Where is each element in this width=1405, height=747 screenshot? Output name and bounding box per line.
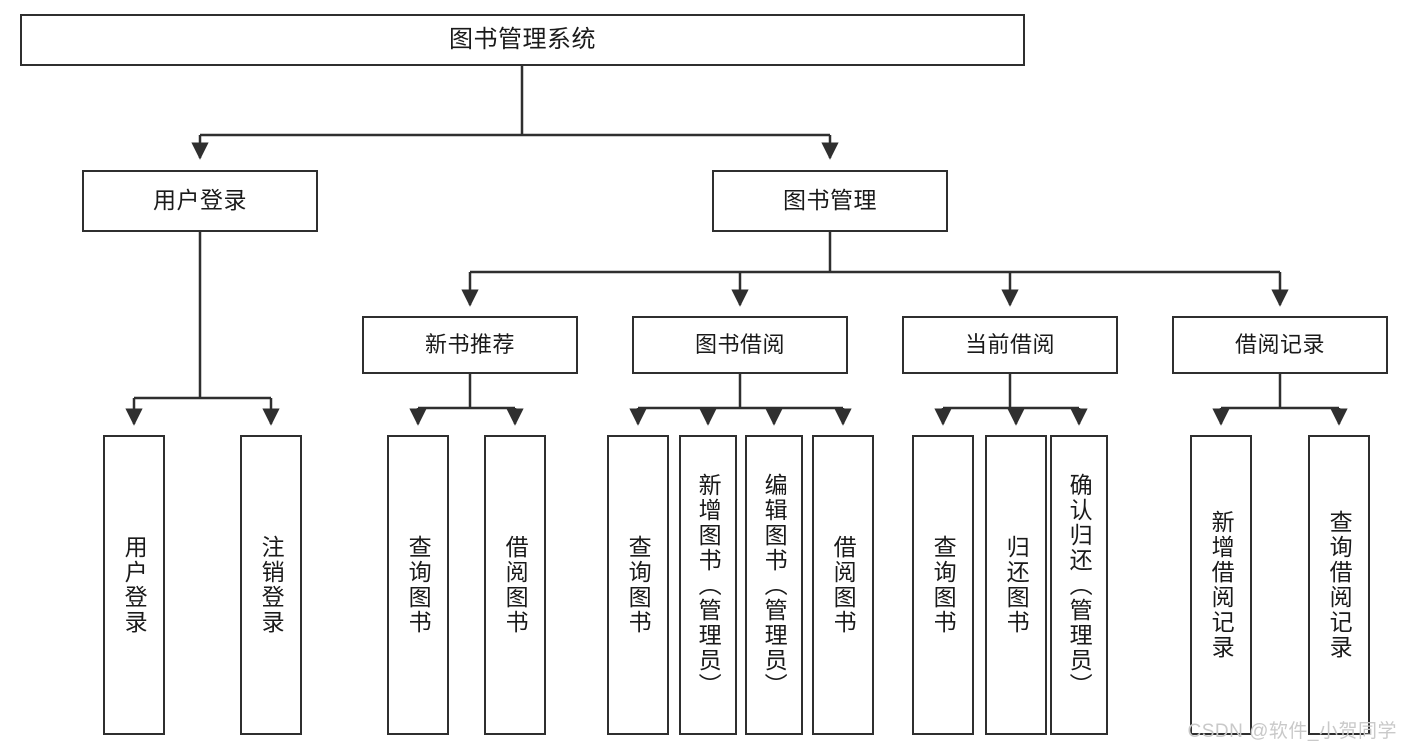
node-book-manage-label: 图书管理 [783,187,877,214]
node-borrow-record-label: 借阅记录 [1234,332,1325,358]
leaf-add-book-label: 新增图书（管理员） [695,472,722,698]
leaf-confirm-return-label: 确认归还（管理员） [1066,472,1093,698]
leaf-add-record[interactable]: 新增借阅记录 [1190,435,1252,735]
leaf-query-book-1-label: 查询图书 [405,535,432,635]
leaf-query-record[interactable]: 查询借阅记录 [1308,435,1370,735]
leaf-user-logout-label: 注销登录 [258,535,285,635]
node-book-borrow[interactable]: 图书借阅 [632,316,848,374]
leaf-edit-book[interactable]: 编辑图书（管理员） [745,435,803,735]
node-current-borrow-label: 当前借阅 [964,332,1055,358]
node-book-manage[interactable]: 图书管理 [712,170,948,232]
node-new-book-recommend-label: 新书推荐 [424,332,515,358]
leaf-borrow-book-1-label: 借阅图书 [502,535,529,635]
node-user-login-label: 用户登录 [153,187,247,214]
leaf-query-book-3[interactable]: 查询图书 [912,435,974,735]
leaf-query-record-label: 查询借阅记录 [1326,510,1353,660]
node-user-login[interactable]: 用户登录 [82,170,318,232]
leaf-return-book-label: 归还图书 [1003,535,1030,635]
leaf-query-book-1[interactable]: 查询图书 [387,435,449,735]
leaf-borrow-book-1[interactable]: 借阅图书 [484,435,546,735]
leaf-edit-book-label: 编辑图书（管理员） [761,472,788,698]
leaf-query-book-2-label: 查询图书 [625,535,652,635]
node-book-borrow-label: 图书借阅 [694,332,785,358]
leaf-return-book[interactable]: 归还图书 [985,435,1047,735]
leaf-query-book-2[interactable]: 查询图书 [607,435,669,735]
leaf-add-record-label: 新增借阅记录 [1208,510,1235,660]
node-root[interactable]: 图书管理系统 [20,14,1025,66]
leaf-confirm-return[interactable]: 确认归还（管理员） [1050,435,1108,735]
node-borrow-record[interactable]: 借阅记录 [1172,316,1388,374]
leaf-user-login[interactable]: 用户登录 [103,435,165,735]
leaf-borrow-book-2-label: 借阅图书 [830,535,857,635]
node-current-borrow[interactable]: 当前借阅 [902,316,1118,374]
node-new-book-recommend[interactable]: 新书推荐 [362,316,578,374]
leaf-add-book[interactable]: 新增图书（管理员） [679,435,737,735]
node-root-label: 图书管理系统 [449,25,596,53]
watermark: CSDN @软件_小贺同学 [1187,721,1397,742]
leaf-borrow-book-2[interactable]: 借阅图书 [812,435,874,735]
leaf-user-login-label: 用户登录 [121,535,148,635]
leaf-query-book-3-label: 查询图书 [930,535,957,635]
leaf-user-logout[interactable]: 注销登录 [240,435,302,735]
